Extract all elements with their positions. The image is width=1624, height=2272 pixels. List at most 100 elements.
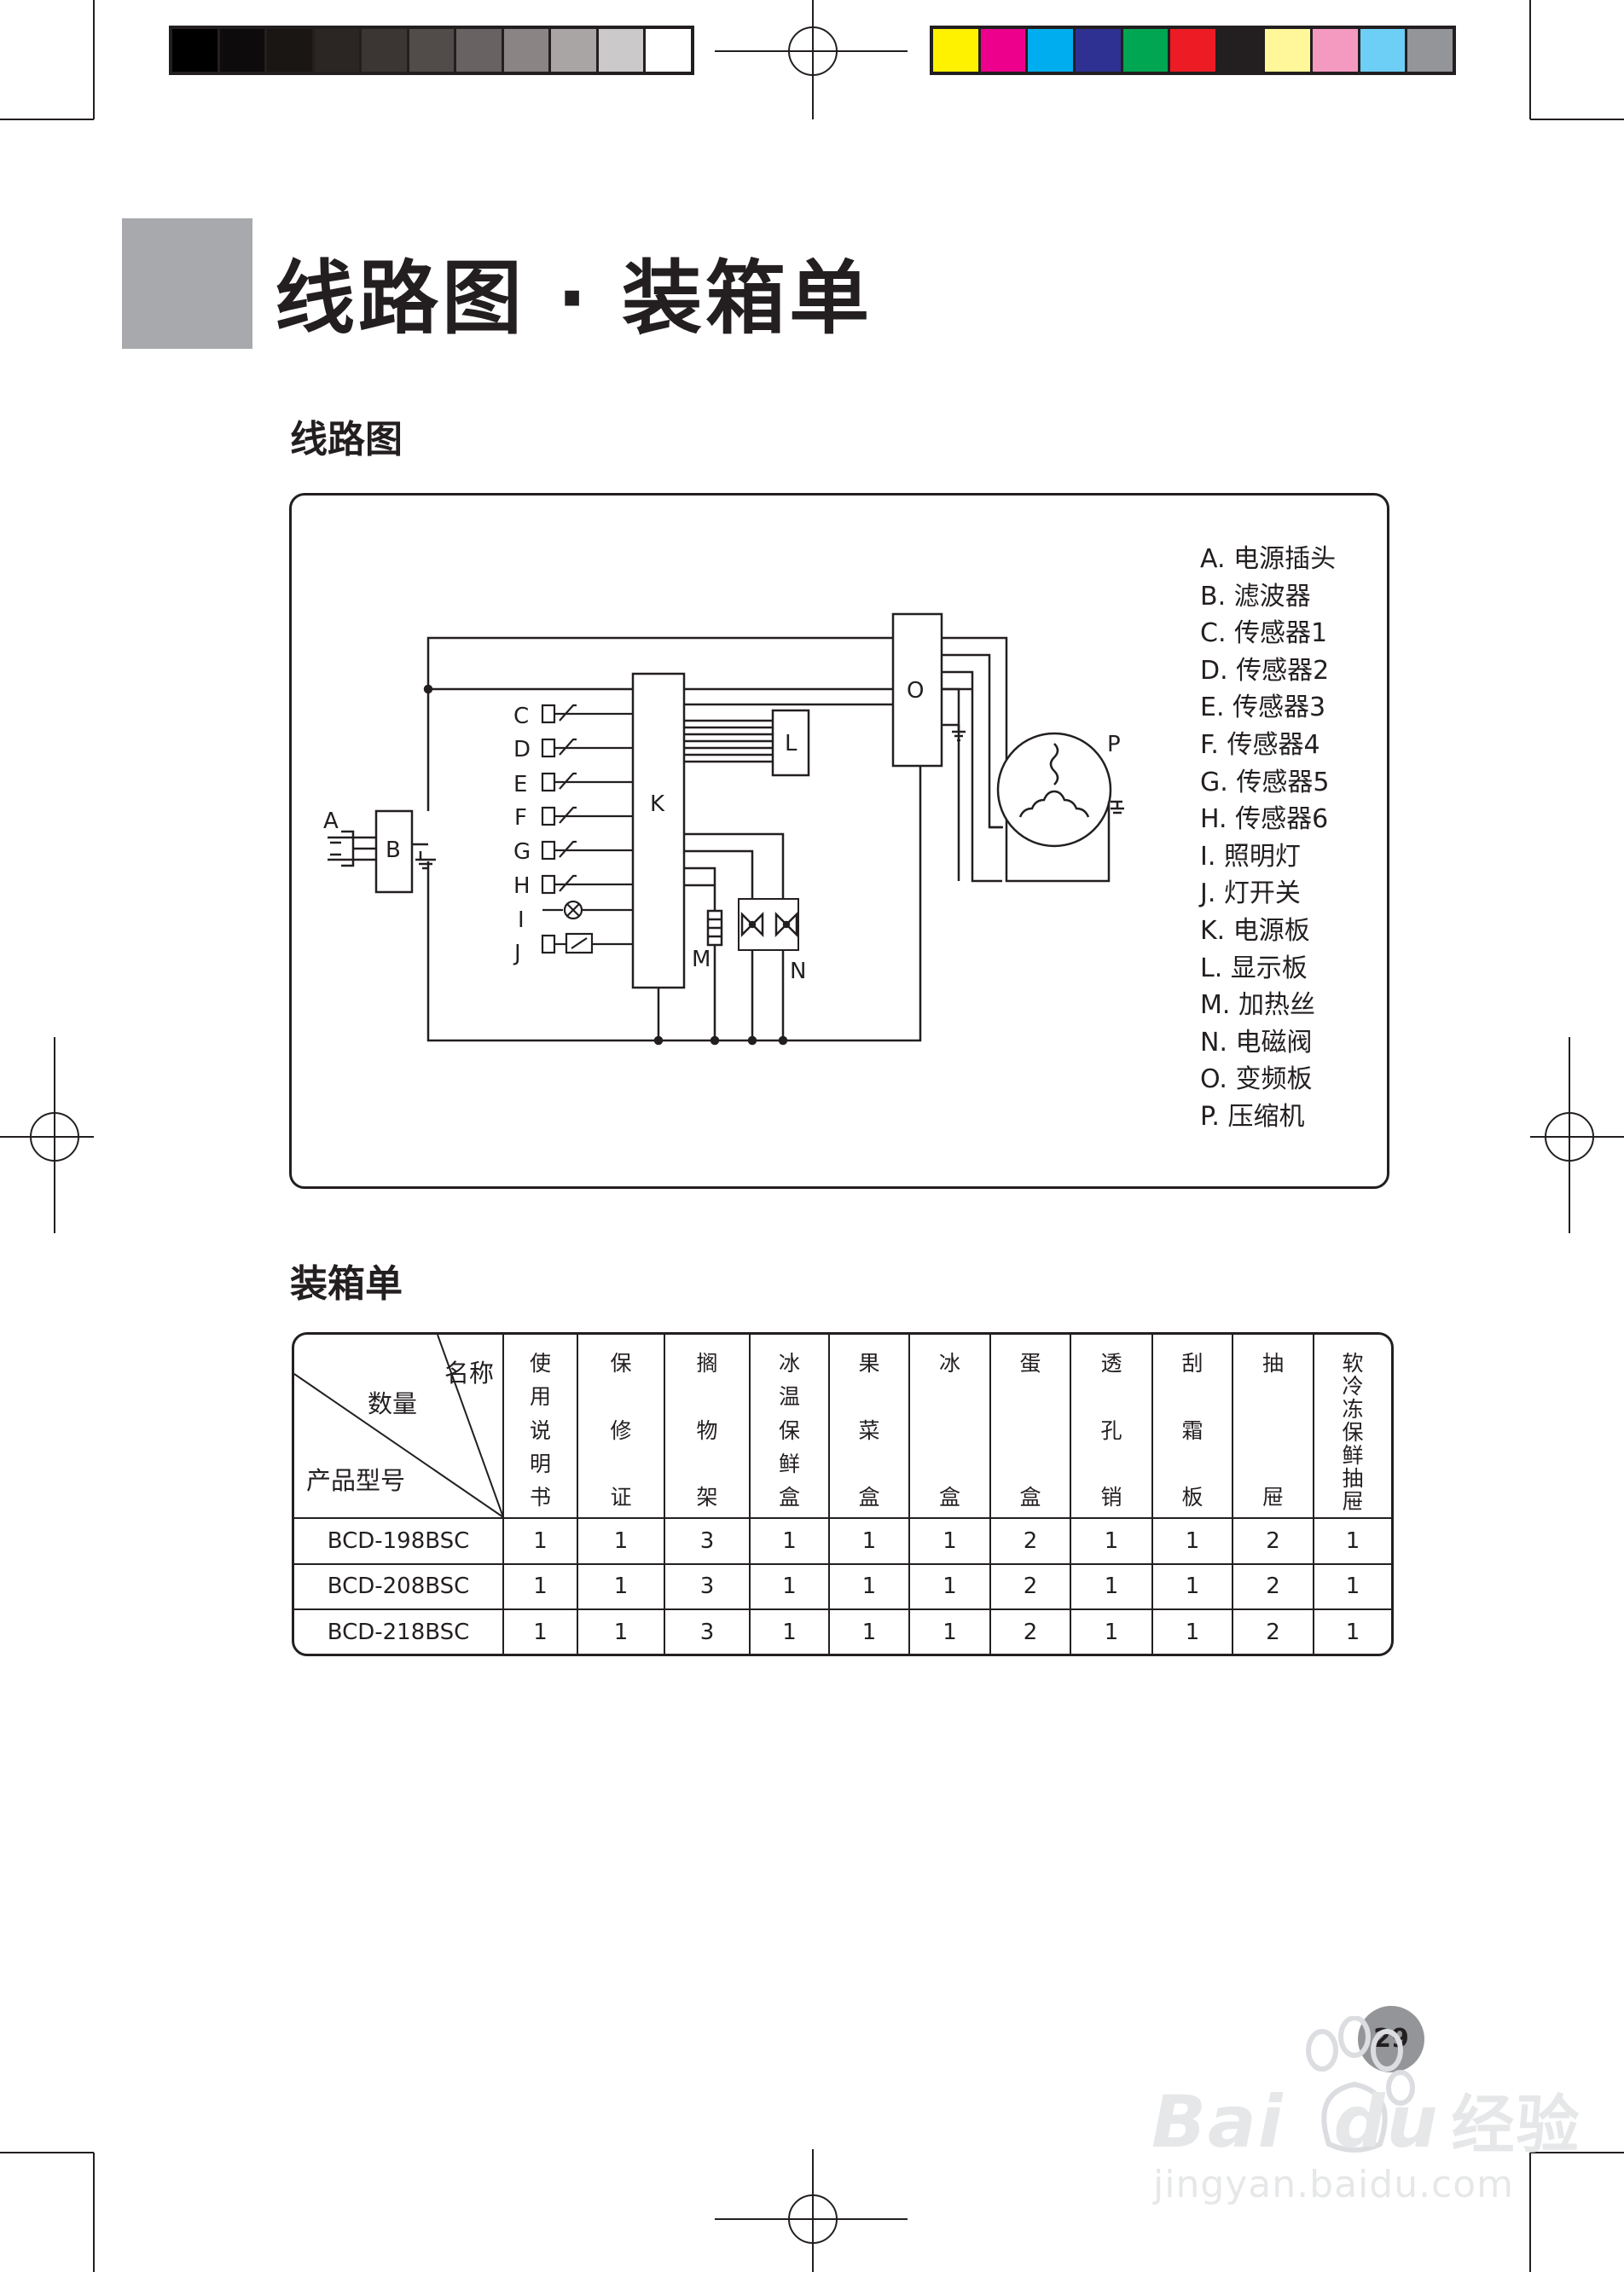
item-column-header: 抽屉 [1232, 1335, 1314, 1519]
model-cell: BCD-208BSC [294, 1562, 504, 1611]
quantity-cell: 1 [828, 1518, 910, 1565]
header-char: 盒 [778, 1485, 800, 1510]
quantity-cell: 3 [664, 1518, 751, 1565]
header-char: 修 [610, 1417, 632, 1443]
quantity-cell: 2 [1232, 1608, 1314, 1654]
header-char: 屉 [1262, 1485, 1284, 1510]
grayscale-calibration-bar [169, 26, 694, 75]
quantity-cell: 1 [1313, 1562, 1391, 1611]
header-char: 霜 [1181, 1417, 1204, 1443]
header-char: 板 [1181, 1485, 1204, 1510]
item-column-header: 搁物架 [664, 1335, 751, 1519]
header-char: 搁 [696, 1351, 718, 1376]
quantity-cell: 1 [502, 1518, 578, 1565]
item-column-label: 使用说明书 [504, 1353, 577, 1508]
item-column-label: 保修证 [578, 1353, 664, 1508]
legend-item: G. 传感器5 [1200, 767, 1330, 797]
node-label-n: N [790, 959, 807, 984]
legend-item: D. 传感器2 [1200, 655, 1330, 686]
header-char: 盒 [1019, 1485, 1041, 1510]
packing-table: 名称 数量 产品型号 使用说明书保修证搁物架冰温保鲜盒果菜盒冰盒蛋盒透孔销刮霜板… [292, 1332, 1394, 1656]
calibration-swatch [1028, 29, 1076, 72]
calibration-swatch [1265, 29, 1314, 72]
quantity-cell: 1 [502, 1562, 578, 1611]
header-char: 抽 [1342, 1466, 1364, 1491]
quantity-cell: 2 [1232, 1518, 1314, 1565]
header-char: 温 [778, 1384, 800, 1410]
node-label-d: D [513, 737, 531, 762]
header-char: 书 [529, 1485, 551, 1510]
item-column-header: 刮霜板 [1151, 1335, 1233, 1519]
quantity-cell: 1 [1151, 1608, 1233, 1654]
calibration-swatch [551, 29, 599, 72]
calibration-swatch [1170, 29, 1218, 72]
corner-header: 名称 数量 产品型号 [294, 1335, 504, 1519]
calibration-swatch [172, 29, 220, 72]
header-char: 抽 [1262, 1351, 1284, 1376]
legend-item: L. 显示板 [1200, 953, 1308, 983]
title-accent-block [122, 218, 252, 349]
header-char: 物 [696, 1417, 718, 1443]
header-char: 架 [696, 1485, 718, 1510]
quantity-cell: 1 [1313, 1608, 1391, 1654]
node-label-m: M [692, 947, 711, 972]
header-char: 冻 [1342, 1397, 1364, 1422]
item-column-label: 软冷冻保鲜抽屉 [1314, 1353, 1391, 1512]
quantity-cell: 1 [502, 1608, 578, 1654]
quantity-cell: 1 [749, 1518, 830, 1565]
legend-item: I. 照明灯 [1200, 841, 1301, 872]
node-label-e: E [513, 772, 528, 797]
calibration-swatch [1407, 29, 1453, 72]
quantity-cell: 2 [1232, 1562, 1314, 1611]
wiring-legend: A. 电源插头 B. 滤波器 C. 传感器1 D. 传感器2 E. 传感器3 F… [1200, 541, 1336, 1136]
header-char: 鲜 [778, 1451, 800, 1476]
quantity-cell: 1 [908, 1562, 991, 1611]
node-label-o: O [907, 678, 925, 704]
node-label-j: J [514, 941, 521, 966]
quantity-cell: 1 [577, 1562, 665, 1611]
header-char: 保 [778, 1417, 800, 1443]
item-column-label: 搁物架 [665, 1353, 749, 1508]
packing-heading: 装箱单 [290, 1262, 403, 1306]
legend-item: C. 传感器1 [1200, 618, 1328, 649]
node-label-h: H [513, 873, 531, 899]
header-char: 蛋 [1019, 1351, 1041, 1376]
calibration-swatch [456, 29, 504, 72]
header-char: 盒 [938, 1485, 960, 1510]
calibration-swatch [1075, 29, 1123, 72]
watermark-suffix: 经验 [1451, 2089, 1581, 2162]
quantity-cell: 1 [1151, 1562, 1233, 1611]
header-char: 冰 [778, 1351, 800, 1376]
quantity-cell: 1 [828, 1562, 910, 1611]
page-title: 线路图 · 装箱单 [275, 252, 873, 345]
watermark-brand: Bai [1151, 2080, 1285, 2164]
packing-header-row: 名称 数量 产品型号 使用说明书保修证搁物架冰温保鲜盒果菜盒冰盒蛋盒透孔销刮霜板… [294, 1335, 1391, 1519]
header-char: 冷 [1342, 1374, 1364, 1399]
quantity-cell: 1 [577, 1608, 665, 1654]
header-char: 保 [610, 1351, 632, 1376]
calibration-swatch [1217, 29, 1266, 72]
node-label-c: C [513, 704, 530, 729]
quantity-cell: 2 [989, 1562, 1071, 1611]
item-column-header: 保修证 [577, 1335, 665, 1519]
quantity-cell: 1 [577, 1518, 665, 1565]
calibration-swatch [598, 29, 647, 72]
legend-item: J. 灯开关 [1200, 878, 1301, 909]
corner-name-label: 名称 [444, 1359, 495, 1388]
item-column-header: 果菜盒 [828, 1335, 910, 1519]
calibration-swatch [1313, 29, 1360, 72]
quantity-cell: 2 [989, 1608, 1071, 1654]
item-column-label: 透孔销 [1071, 1353, 1151, 1508]
quantity-cell: 1 [1313, 1518, 1391, 1565]
header-char: 冰 [938, 1351, 960, 1376]
wiring-heading: 线路图 [290, 418, 403, 461]
header-char: 证 [610, 1485, 632, 1510]
header-char: 刮 [1181, 1351, 1204, 1376]
calibration-swatch [1360, 29, 1408, 72]
legend-item: A. 电源插头 [1200, 544, 1337, 574]
legend-item: B. 滤波器 [1200, 581, 1311, 611]
